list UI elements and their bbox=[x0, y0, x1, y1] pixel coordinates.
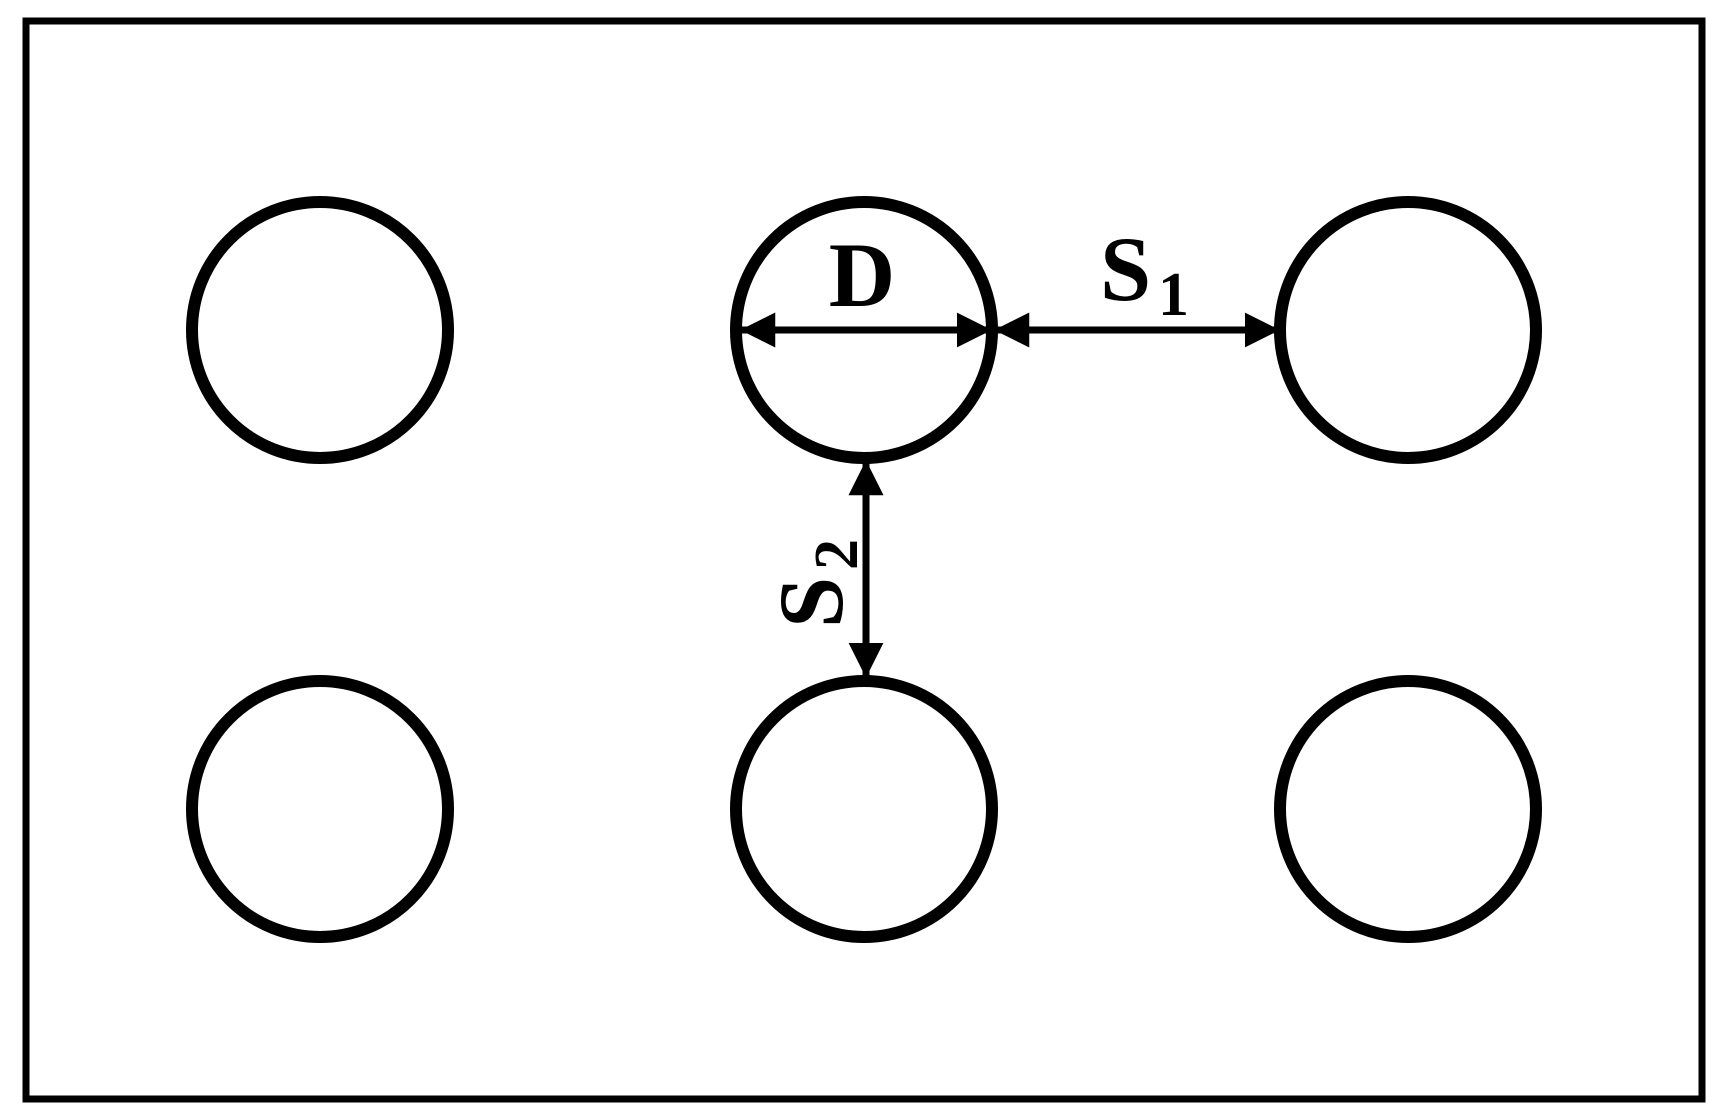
spacing-1-label: S 1 bbox=[1100, 218, 1189, 329]
spacing-1-label-main: S bbox=[1100, 218, 1151, 320]
outer-frame bbox=[22, 17, 1706, 1103]
spacing-2-label-sub: 2 bbox=[803, 539, 871, 570]
spacing-2-label: S 2 bbox=[760, 539, 871, 628]
spacing-1-label-sub: 1 bbox=[1158, 261, 1189, 329]
spacing-2-label-main: S bbox=[760, 577, 862, 628]
diameter-label: D bbox=[829, 224, 895, 326]
circle-r1-c1 bbox=[186, 196, 454, 464]
circle-r1-c3 bbox=[1274, 196, 1542, 464]
circle-r1-c2 bbox=[730, 196, 998, 464]
circle-r2-c1 bbox=[186, 675, 454, 943]
circle-r2-c3 bbox=[1274, 675, 1542, 943]
circle-r2-c2 bbox=[730, 675, 998, 943]
